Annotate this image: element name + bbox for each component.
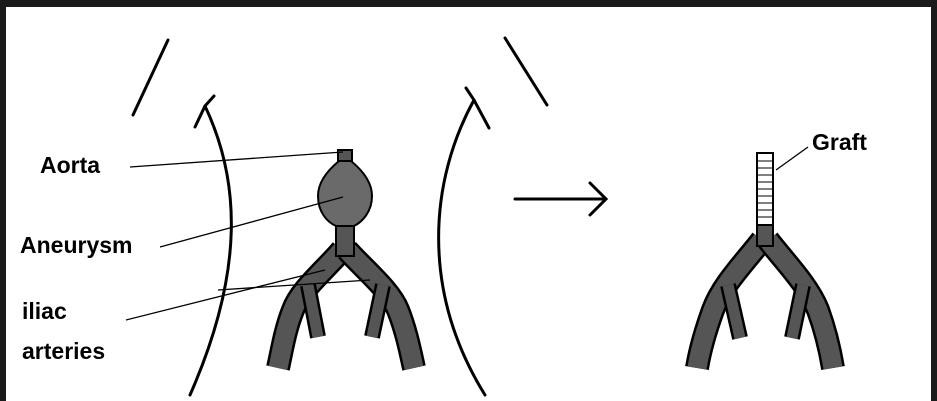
iliac-label-line2: arteries [22, 338, 106, 364]
left-shoulder-line [131, 38, 170, 117]
right-shoulder-line [503, 36, 549, 107]
leader-lines [125, 151, 371, 321]
aneurysm-leader-line [159, 196, 344, 248]
left-body-outline [188, 104, 233, 397]
repaired-aorta [685, 146, 845, 371]
aorta-label: Aorta [40, 152, 101, 178]
graft-right-inner-branch [786, 283, 809, 340]
aneurysm-label: Aneurysm [20, 232, 133, 258]
graft-stripes [757, 160, 773, 218]
graft-label: Graft [812, 129, 867, 155]
graft-left-inner-branch [722, 283, 746, 340]
arrow [513, 181, 609, 217]
left-inner-branch [302, 283, 324, 339]
aorta-with-aneurysm [266, 149, 426, 371]
right-iliac-artery [339, 243, 424, 371]
aorta-leader-line [129, 151, 344, 168]
aneurysm-bulge [316, 160, 374, 227]
iliac-leader-line-1 [125, 269, 326, 321]
arrow-head [588, 181, 609, 217]
right-body-outline [437, 98, 487, 397]
lower-aorta [335, 221, 355, 257]
body-contour [131, 36, 549, 397]
graft-left-iliac [687, 234, 770, 370]
iliac-label-line1: iliac [22, 298, 67, 324]
graft-lower-aorta [756, 223, 774, 247]
right-inner-branch [366, 283, 389, 339]
graft-leader-line [775, 146, 809, 171]
left-iliac-artery [268, 243, 350, 371]
iliac-leader-line-2 [217, 279, 371, 291]
graft-right-iliac [760, 234, 843, 370]
